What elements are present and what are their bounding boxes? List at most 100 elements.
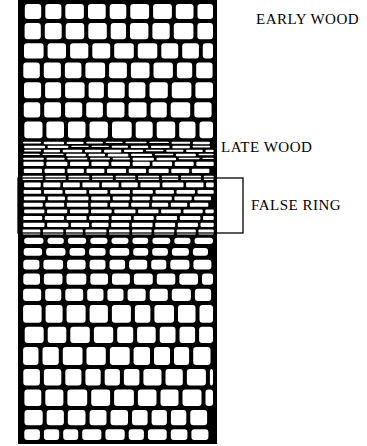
cell-lumen [65,190,86,194]
cell-lumen [65,63,82,79]
cell-lumen [66,23,85,39]
cell-lumen [89,82,104,98]
cell-lumen [178,223,198,227]
cell-lumen [109,230,129,235]
cell-lumen [91,203,108,207]
cell-lumen [45,23,62,39]
cell-lumen [157,122,176,139]
cell-lumen [179,122,195,139]
cell-lumen [63,150,83,153]
cell-lumen [193,248,208,256]
cell-lumen [110,4,127,19]
cell-lumen [111,223,129,227]
cell-lumen [67,273,87,284]
cell-lumen [67,203,88,207]
cell-lumen [157,158,177,161]
cell-lumen [45,203,64,207]
cell-lumen [134,347,150,365]
cell-lumen [24,150,41,152]
cell-lumen [193,260,211,270]
cell-lumen [24,102,40,117]
cell-lumen [113,196,130,200]
cell-lumen [24,248,42,256]
cell-lumen [137,327,156,343]
cell-lumen [65,102,82,117]
cell-lumen [24,146,45,149]
cell-lumen [67,390,87,407]
cell-lumen [129,169,146,173]
cell-lumen [110,260,126,270]
cell-lumen [110,347,130,365]
cell-lumen [136,122,153,139]
cell-lumen [66,154,86,157]
cell-lumen [128,289,146,301]
cell-lumen [130,4,149,19]
cell-lumen [86,102,103,117]
cell-lumen [67,158,87,160]
cell-lumen [113,158,130,160]
cell-lumen [171,410,186,425]
cell-lumen [47,223,68,227]
cell-lumen [68,196,89,200]
cell-lumen [43,230,63,235]
cell-lumen [24,429,40,440]
cell-lumen [44,273,63,284]
cell-lumen [174,196,191,200]
cell-lumen [43,347,59,365]
cell-lumen [131,154,152,156]
cell-lumen [124,150,143,152]
cell-lumen [200,122,214,139]
cell-lumen [92,223,109,227]
cell-lumen [65,369,81,386]
cell-lumen [203,216,214,220]
cell-lumen [67,216,87,220]
cell-lumen [138,390,157,407]
cell-lumen [151,102,167,117]
cell-lumen [171,102,191,117]
cell-lumen [193,146,211,148]
cell-lumen [45,390,63,407]
cell-lumen [25,327,44,343]
cell-lumen [172,248,189,256]
cell-lumen [161,43,178,58]
cell-lumen [112,273,130,284]
cell-lumen [112,238,129,244]
cell-lumen [107,289,123,301]
cell-lumen [24,43,44,58]
cell-lumen [133,190,153,194]
cell-lumen [198,4,214,19]
cell-lumen [44,369,61,386]
cell-lumen [104,150,121,153]
cell-lumen [90,305,108,323]
cell-lumen [45,169,65,173]
cell-lumen [176,4,194,19]
cell-lumen [108,82,125,98]
cell-lumen [107,169,126,173]
cell-lumen [46,122,64,139]
cell-lumen [131,63,150,79]
cell-lumen [129,82,146,98]
cell-lumen [154,347,170,365]
cell-lumen [46,162,67,166]
cell-lumen [172,82,192,98]
cell-lumen [196,63,212,79]
cell-lumen [91,146,109,147]
cell-lumen [23,230,41,235]
cell-lumen [43,260,63,270]
cell-lumen [131,146,149,148]
cell-lumen [87,289,103,301]
cell-lumen [47,410,64,425]
cell-lumen [65,82,85,98]
cell-lumen [171,169,189,173]
cell-lumen [202,158,213,159]
cell-lumen [172,146,190,149]
cell-lumen [129,260,147,270]
cell-lumen [178,305,196,323]
cell-lumen [154,305,174,323]
cell-lumen [166,150,183,152]
cell-lumen [124,369,139,386]
cell-lumen [166,369,183,386]
cell-lumen [131,203,149,207]
cell-lumen [23,154,40,155]
cell-lumen [111,23,126,39]
